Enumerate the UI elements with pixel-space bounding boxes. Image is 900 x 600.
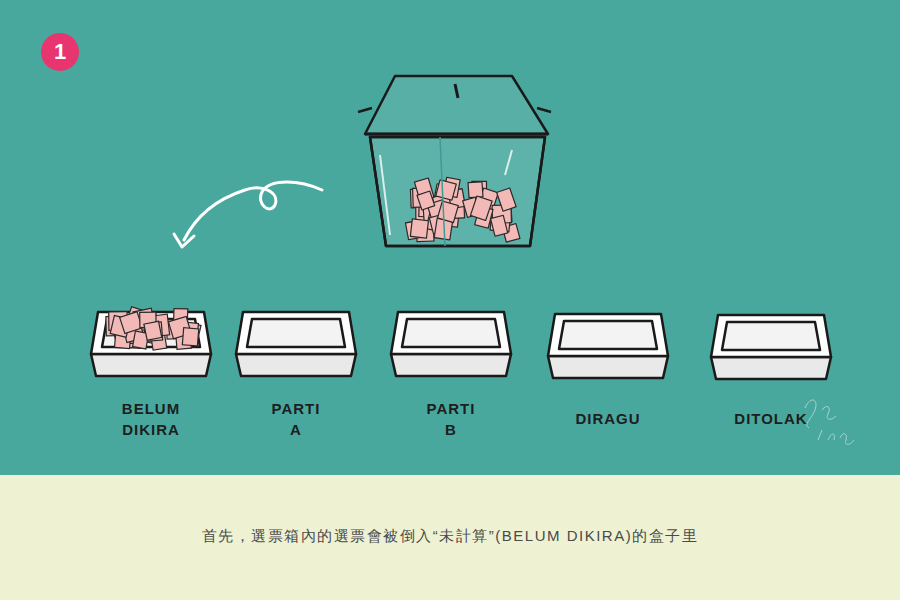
- tray-outline: [559, 321, 657, 349]
- ballot-paper: [182, 328, 198, 346]
- ballot-tray: DITOLAK: [708, 309, 834, 459]
- ballot-paper: [417, 191, 435, 210]
- ballot-paper: [436, 180, 457, 200]
- tray-outline: [391, 312, 511, 354]
- tray-outline: [548, 314, 668, 356]
- ballot-paper: [120, 312, 143, 334]
- pour-arrow: [174, 182, 322, 247]
- ballot-pile: [106, 307, 201, 350]
- tray-drawing: [388, 306, 514, 386]
- step-number: 1: [41, 33, 79, 71]
- tray-drawing: [545, 308, 671, 388]
- ballot-tray: BELUM DIKIRA: [88, 306, 214, 456]
- tray-outline: [236, 354, 356, 376]
- ballot-paper: [470, 196, 492, 220]
- tray-outline: [91, 354, 211, 376]
- ballot-tray: PARTI A: [233, 306, 359, 456]
- tray-label: DIRAGU: [575, 408, 640, 429]
- ballot-box: [358, 76, 551, 246]
- ballot-paper: [468, 182, 483, 198]
- tray-label: DITOLAK: [734, 408, 807, 429]
- tray-label: PARTI A: [272, 398, 321, 440]
- tray-outline: [91, 312, 211, 354]
- caption-text: 首先，選票箱內的選票會被倒入“未計算”(BELUM DIKIRA)的盒子里: [0, 527, 900, 546]
- ballot-paper: [144, 321, 162, 340]
- ballot-paper: [410, 219, 428, 238]
- signature-watermark: [805, 400, 854, 445]
- ballot-tray: DIRAGU: [545, 308, 671, 458]
- tray-outline: [236, 312, 356, 354]
- ballot-paper: [144, 322, 163, 342]
- tray-outline: [711, 357, 831, 379]
- ballot-paper: [491, 215, 508, 236]
- tray-outline: [711, 315, 831, 357]
- ballot-tray: PARTI B: [388, 306, 514, 456]
- tray-outline: [247, 319, 345, 347]
- tray-label: BELUM DIKIRA: [122, 398, 180, 440]
- ballot-paper: [438, 201, 459, 223]
- tray-outline: [722, 322, 820, 350]
- tray-drawing: [88, 306, 214, 386]
- tray-label: PARTI B: [427, 398, 476, 440]
- tray-outline: [391, 354, 511, 376]
- ballot-paper: [497, 188, 516, 211]
- tray-outline: [548, 356, 668, 378]
- tray-outline: [402, 319, 500, 347]
- tray-drawing: [233, 306, 359, 386]
- tray-drawing: [708, 309, 834, 389]
